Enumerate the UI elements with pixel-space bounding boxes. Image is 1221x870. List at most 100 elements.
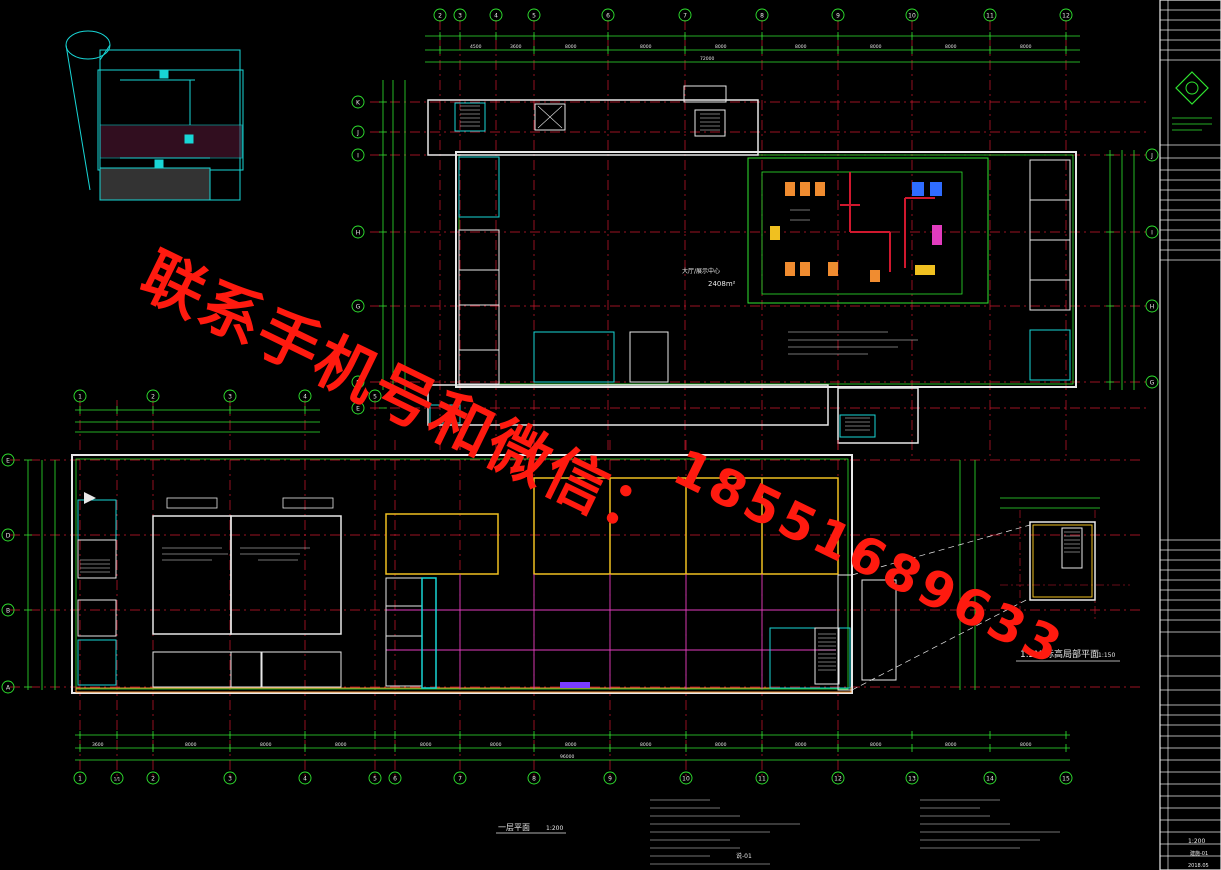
title-block-scale: 1:200 <box>1188 838 1205 845</box>
bottom-axis-7-circle <box>453 771 467 785</box>
bottom-axis-8-circle <box>527 771 541 785</box>
upper-left-axis-F: F <box>356 380 360 387</box>
top-axis-12-circle <box>1059 8 1073 22</box>
bottom-axis-1: 1 <box>78 776 82 783</box>
top-axis-2-circle <box>433 8 447 22</box>
upper-left-axis-G: G <box>356 304 361 311</box>
bottom-axis-10-circle <box>679 771 693 785</box>
bottom-axis-12: 12 <box>834 776 842 783</box>
bottom-axis-9-circle <box>603 771 617 785</box>
lower-top-axis-4-circle <box>298 389 312 403</box>
lower-top-axis-4: 4 <box>303 394 307 401</box>
svg-text:3600: 3600 <box>92 742 104 748</box>
lower-top-axis-2: 2 <box>151 394 155 401</box>
svg-text:8000: 8000 <box>1020 742 1032 748</box>
upper-left-axis-K-circle <box>351 95 365 109</box>
bottom-axis-5: 5 <box>373 776 377 783</box>
bottom-axis-3-circle <box>223 771 237 785</box>
lower-dimension-texts: 3600 8000 8000 8000 8000 8000 8000 8000 8000 8… <box>92 742 1032 760</box>
lower-top-axis-3: 3 <box>228 394 232 401</box>
upper-left-axis-E-circle <box>351 401 365 415</box>
upper-building-walls <box>427 85 1077 444</box>
svg-text:8000: 8000 <box>490 742 502 748</box>
bottom-axis-6-circle <box>388 771 402 785</box>
entry-marker <box>560 682 590 688</box>
plan-scale: 1:200 <box>546 825 563 832</box>
svg-text:8000: 8000 <box>870 44 882 50</box>
upper-left-axis-H-circle <box>351 225 365 239</box>
svg-text:4500: 4500 <box>470 44 482 50</box>
top-axis-2: 2 <box>438 13 442 20</box>
upper-left-axis-J: J <box>356 130 359 137</box>
svg-text:8000: 8000 <box>185 742 197 748</box>
svg-text:8000: 8000 <box>260 742 272 748</box>
svg-text:8000: 8000 <box>715 742 727 748</box>
lower-top-axis-1: 1 <box>78 394 82 401</box>
upper-dimension-lines <box>379 32 1135 409</box>
svg-text:8000: 8000 <box>945 44 957 50</box>
title-block <box>1159 0 1221 870</box>
svg-text:8000: 8000 <box>715 44 727 50</box>
upper-left-axis-H: H <box>356 230 361 237</box>
bottom-axis-1-circle <box>73 771 87 785</box>
upper-left-axis-K: K <box>356 100 361 107</box>
svg-text:8000: 8000 <box>945 742 957 748</box>
detail-plan-scale: 1:150 <box>1098 652 1115 659</box>
stair-treads <box>460 105 870 431</box>
lower-left-axis-E: E <box>6 458 10 465</box>
top-axis-9-circle <box>831 8 845 22</box>
bottom-axis-8: 8 <box>532 776 536 783</box>
top-axis-5: 5 <box>532 13 536 20</box>
plan-title: 一层平面 <box>498 823 530 832</box>
top-axis-7-circle <box>678 8 692 22</box>
svg-text:96000: 96000 <box>560 754 574 760</box>
top-axis-8-circle <box>755 8 769 22</box>
top-axis-8: 8 <box>760 13 764 20</box>
right-axis-I: I <box>1151 230 1153 237</box>
top-axis-7: 7 <box>683 13 687 20</box>
right-axis-J: J <box>1150 153 1153 160</box>
svg-text:8000: 8000 <box>565 742 577 748</box>
bottom-axis-12-circle <box>831 771 845 785</box>
lower-left-axis-D-circle <box>1 528 15 542</box>
center-mark: 说-01 <box>736 852 752 860</box>
svg-text:8000: 8000 <box>795 44 807 50</box>
detail-plan-title: 1.2M 标高局部平面 <box>1020 648 1099 660</box>
top-axis-10: 10 <box>908 13 916 20</box>
lower-top-axis-5-circle <box>368 389 382 403</box>
right-axis-H: H <box>1150 304 1155 311</box>
lower-top-axis-3-circle <box>223 389 237 403</box>
upper-left-axis-I: I <box>357 153 359 160</box>
lower-left-axis-E-circle <box>1 453 15 467</box>
lower-left-axis-B-circle <box>1 603 15 617</box>
bottom-axis-10: 10 <box>682 776 690 783</box>
svg-text:8000: 8000 <box>335 742 347 748</box>
top-axis-11-circle <box>983 8 997 22</box>
lower-building-walls <box>71 454 897 694</box>
bottom-axis-4: 4 <box>303 776 307 783</box>
right-axis-G: G <box>1150 380 1155 387</box>
svg-text:8000: 8000 <box>795 742 807 748</box>
bottom-axis-14-circle <box>983 771 997 785</box>
svg-text:3600: 3600 <box>510 44 522 50</box>
top-axis-12: 12 <box>1062 13 1070 20</box>
bottom-axis-15: 15 <box>1062 776 1070 783</box>
entrance-arrow <box>84 492 96 504</box>
svg-text:8000: 8000 <box>870 742 882 748</box>
bottom-axis-5-circle <box>368 771 382 785</box>
bottom-axis-2-circle <box>146 771 160 785</box>
upper-notes <box>788 331 918 355</box>
bottom-axis-2: 2 <box>151 776 155 783</box>
upper-left-axis-I-circle <box>351 148 365 162</box>
top-axis-9: 9 <box>836 13 840 20</box>
top-axis-11: 11 <box>986 13 994 20</box>
bottom-axis-11: 11 <box>758 776 766 783</box>
bottom-axis-13-circle <box>905 771 919 785</box>
top-axis-6: 6 <box>606 13 610 20</box>
lower-stair-treads <box>80 559 836 671</box>
bottom-axis-15-circle <box>1059 771 1073 785</box>
bottom-axis-6: 6 <box>393 776 397 783</box>
